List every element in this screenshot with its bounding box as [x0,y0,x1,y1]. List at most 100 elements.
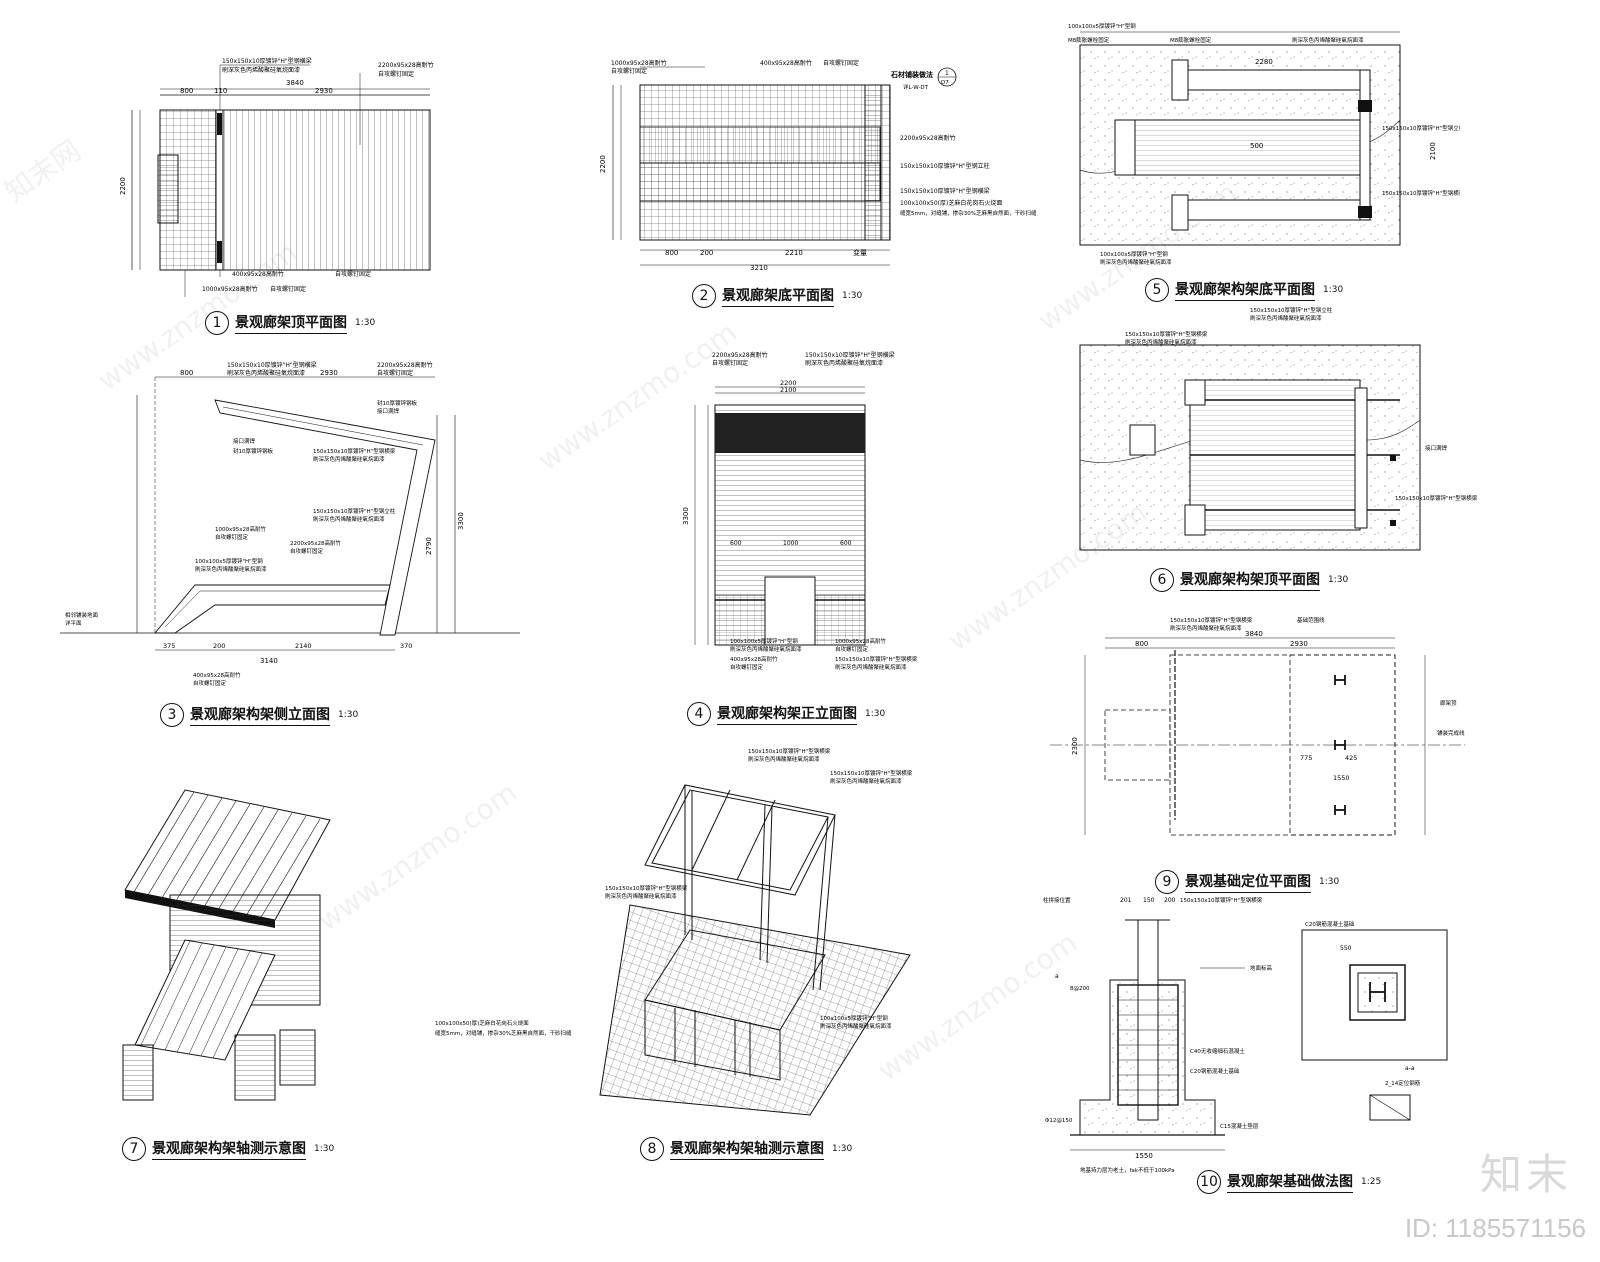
note: M8膨胀螺栓固定 [1068,36,1110,44]
panel-9-drawing: 800 2930 3840 775 425 1550 2300 150x150x… [1050,616,1465,836]
note: 刷深灰色丙烯酸聚硅氧烷面漆 [195,565,267,573]
note: 150x150x10厚镀锌"H"型钢横梁 [1180,896,1263,904]
note: 自攻螺钉固定 [712,359,748,367]
note: 基础范围线 [1297,616,1325,624]
note: 400x95x28高耐竹 [730,655,778,663]
dim: 2200 [599,155,607,173]
dim: 201 [1120,897,1132,904]
panel-scale: 1:25 [1361,1177,1382,1187]
image-id-label: ID: 1185571156 [1404,1213,1586,1243]
dim: 550 [1340,945,1352,952]
note: 接口满焊 [233,437,256,445]
note: 自攻螺钉固定 [335,270,371,278]
panel-1-drawing: 800 110 2930 3840 2200 150x150x10厚镀锌"H"型… [119,57,434,297]
note: 100x100x5厚镀锌"H"型钢 [195,557,263,565]
dim: 2100 [1429,142,1437,160]
panel-number: 10 [1197,1170,1221,1194]
panel-title: 景观基础定位平面图 [1185,871,1311,893]
note: 地基持力层为老土，fak不低于100kPa [1080,1166,1175,1174]
note: 150x150x10厚镀锌"H"型钢横梁 [830,769,913,777]
panel-scale: 1:30 [832,1144,853,1154]
panel-scale: 1:30 [1319,877,1340,887]
panel-number: 2 [692,284,716,308]
note: 2_14定位钢筋 [1385,1079,1421,1087]
note: 刷深灰色丙烯酸聚硅氧烷面漆 [835,663,907,671]
note: 接口满焊 [377,407,400,415]
panel-number: 8 [640,1137,664,1161]
note: 自攻螺钉固定 [611,67,647,75]
note: 400x95x28高耐竹 [193,671,241,679]
note: 150x150x10厚镀锌"H"型钢横梁 [835,655,918,663]
panel-7-drawing [122,789,331,1101]
dim: 2930 [315,87,333,95]
panel-number: 9 [1155,870,1179,894]
dim: 370 [400,642,412,650]
panel-10-title: 10 景观廊架基础做法图 1:25 [1197,1170,1381,1194]
panel-title: 景观廊架构架顶平面图 [1180,569,1320,591]
note: 刷深灰色丙烯酸聚硅氧烷面漆 [805,359,883,367]
panel-scale: 1:30 [1323,285,1344,295]
dim: 200 [1164,897,1176,904]
note: 刷深灰色丙烯酸聚硅氧烷面漆 [227,369,305,377]
dim: 3140 [260,657,278,665]
panel-number: 3 [160,703,184,727]
panel-10-drawing: 1550 201 150 200 柱拼接位置 150x150x10厚镀锌"H"型… [1043,896,1448,1174]
panel-number: 6 [1150,568,1174,592]
dim: 800 [665,249,678,257]
note: 详L-W-DT [903,83,929,91]
panel-title: 景观廊架顶平面图 [235,312,347,334]
panel-6-drawing: 150x150x10厚镀锌"H"型钢立柱 刷深灰色丙烯酸聚硅氧烷面漆 150x1… [1079,306,1478,551]
panel-number: 5 [1145,278,1169,302]
dim: 200 [700,249,713,257]
dim: 375 [163,642,175,650]
panel-3-title: 3 景观廊架构架侧立面图 1:30 [160,703,358,727]
note: 8@200 [1070,986,1090,992]
note: 刷深灰色丙烯酸聚硅氧烷面漆 [1125,338,1197,346]
dim: 2200 [780,379,797,387]
dim: 2790 [425,537,433,555]
panel-title: 景观廊架构架侧立面图 [190,704,330,726]
dim: 2200 [119,177,127,195]
note: 1000x95x28高耐竹 [202,285,258,293]
note: 150x150x10厚镀锌"H"型钢横梁 [1170,616,1253,624]
note: 刷深灰色丙烯酸聚硅氧烷面漆 [605,892,677,900]
note: 2200x95x28高耐竹 [900,134,956,142]
dim: 2280 [1255,58,1273,66]
note: 150x150x10厚镀锌"H"型钢立柱 [900,162,990,170]
note: 接口满焊 [1425,444,1448,452]
note: 100x100x5厚镀锌"H"型钢 [820,1014,888,1022]
dim: 2210 [785,249,803,257]
panel-8-title: 8 景观廊架构架轴测示意图 1:30 [640,1137,852,1161]
dim: 2140 [295,642,312,650]
panel-5-drawing: 100x100x5厚镀锌"H"型钢 M8膨胀螺栓固定 M8膨胀螺栓固定 刷深灰色… [1068,22,1460,265]
dim: 200 [213,642,225,650]
note: 400x95x28高耐竹 [760,59,812,67]
panel-number: 7 [122,1137,146,1161]
note: a-a [1405,1065,1415,1072]
panel-5-title: 5 景观廊架构架底平面图 1:30 [1145,278,1343,302]
note: 石材铺装做法 [890,70,933,79]
dim: 2300 [1071,737,1079,755]
watermark: 知末网 [0,133,87,209]
note: 刷深灰色丙烯酸聚硅氧烷面漆 [1250,314,1322,322]
dim: 800 [1135,640,1148,648]
dim: 800 [180,87,193,95]
dim: 3300 [457,512,465,530]
note: 缝宽5mm，对缝铺，掺杂30%芝麻黑自然面，干砂扫缝 [900,209,1037,217]
dim: 800 [180,369,193,377]
dim: 600 [730,540,742,547]
note: 100x100x5厚镀锌"H"型钢 [1100,250,1168,258]
dim: 1550 [1135,1152,1153,1160]
note: 150x150x10厚镀锌"H"型钢横梁 [1395,494,1478,502]
panel-scale: 1:30 [865,709,886,719]
note: Φ12@150 [1045,1118,1073,1124]
note: 2200x95x28高耐竹 [290,539,342,547]
note: 1000x95x28高耐竹 [835,637,887,645]
ref-bottom: D7 [941,80,949,86]
note: a [1055,973,1059,980]
note: 刷深灰色丙烯酸聚硅氧烷面漆 [1100,258,1172,265]
panel-1-title: 1 景观廊架顶平面图 1:30 [205,311,375,335]
dim: 变量 [853,248,867,257]
note: 自攻螺钉固定 [378,70,414,78]
panel-title: 景观廊架构架底平面图 [1175,279,1315,301]
